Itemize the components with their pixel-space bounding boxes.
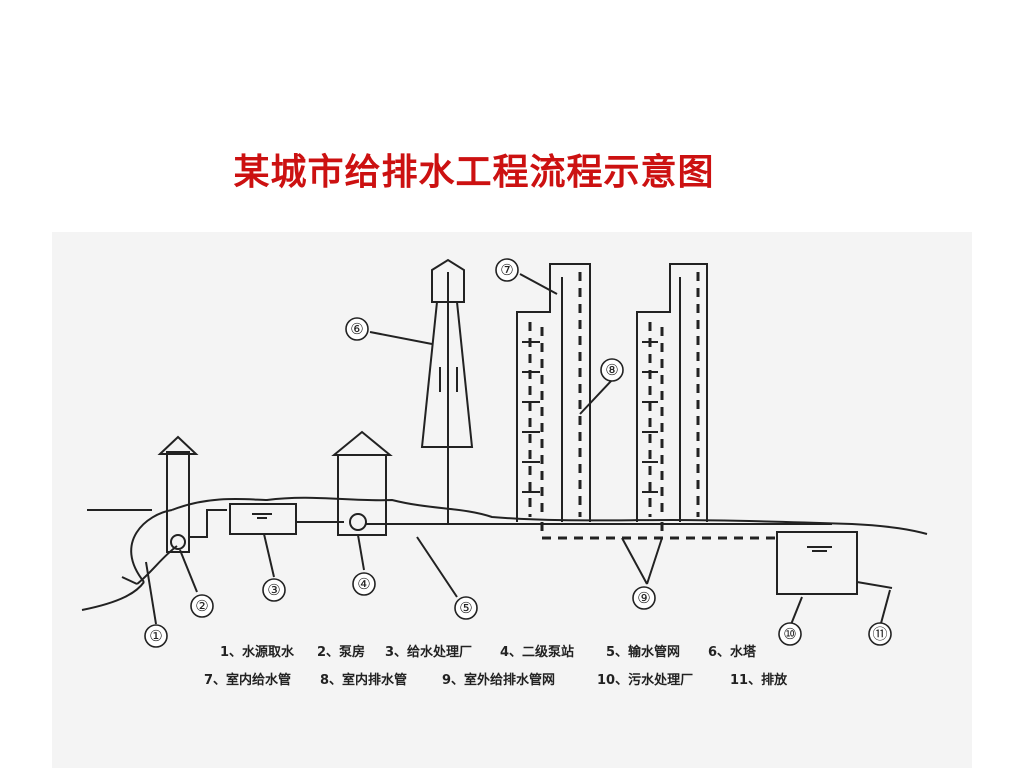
legend-item-7: 7、室内给水管 — [204, 672, 291, 688]
svg-text:⑧: ⑧ — [605, 361, 618, 379]
legend-item-8: 8、室内排水管 — [320, 672, 407, 688]
marker-6: ⑥ — [345, 317, 369, 341]
svg-text:⑦: ⑦ — [500, 261, 513, 279]
legend-item-9: 9、室外给排水管网 — [442, 672, 555, 688]
legend: 1、水源取水 2、泵房 3、给水处理厂 4、二级泵站 5、输水管网 6、水塔 7… — [204, 644, 788, 688]
svg-text:⑤: ⑤ — [459, 599, 472, 617]
marker-5: ⑤ — [454, 596, 478, 620]
legend-item-6: 6、水塔 — [708, 644, 757, 660]
legend-item-10: 10、污水处理厂 — [597, 672, 693, 688]
diagram-panel — [52, 232, 972, 768]
legend-item-11: 11、排放 — [730, 672, 788, 688]
pump-house — [136, 435, 227, 585]
svg-text:③: ③ — [267, 581, 280, 599]
marker-7: ⑦ — [495, 258, 519, 282]
svg-text:⑩: ⑩ — [783, 625, 796, 643]
marker-10: ⑩ — [778, 622, 802, 646]
slide-title: 某城市给排水工程流程示意图 — [233, 151, 715, 193]
water-system-diagram: ① ② ③ ④ ⑤ ⑥ ⑦ ⑧ ⑨ ⑩ ⑪ 1、水源取水 2、泵 — [81, 258, 928, 688]
svg-text:⑨: ⑨ — [637, 589, 650, 607]
treatment-plant — [229, 503, 344, 535]
marker-3: ③ — [262, 578, 286, 602]
marker-4: ④ — [352, 572, 376, 596]
legend-item-1: 1、水源取水 — [220, 644, 295, 660]
marker-8: ⑧ — [600, 358, 624, 382]
secondary-pump-station — [331, 430, 832, 536]
legend-item-4: 4、二级泵站 — [500, 644, 574, 660]
svg-text:④: ④ — [357, 575, 370, 593]
marker-11: ⑪ — [868, 622, 892, 646]
marker-2: ② — [190, 594, 214, 618]
building-left — [516, 263, 591, 522]
svg-text:②: ② — [195, 597, 208, 615]
svg-text:⑪: ⑪ — [872, 625, 887, 643]
legend-item-3: 3、给水处理厂 — [385, 644, 472, 660]
svg-text:⑥: ⑥ — [350, 320, 363, 338]
sewage-plant — [776, 531, 893, 595]
svg-text:①: ① — [149, 627, 162, 645]
outdoor-drainage — [540, 522, 777, 540]
building-right — [636, 263, 708, 522]
water-tower — [420, 258, 474, 524]
leader-lines — [145, 273, 891, 628]
marker-1: ① — [144, 624, 168, 648]
legend-item-2: 2、泵房 — [317, 644, 365, 660]
marker-9: ⑨ — [632, 586, 656, 610]
legend-item-5: 5、输水管网 — [606, 644, 680, 660]
